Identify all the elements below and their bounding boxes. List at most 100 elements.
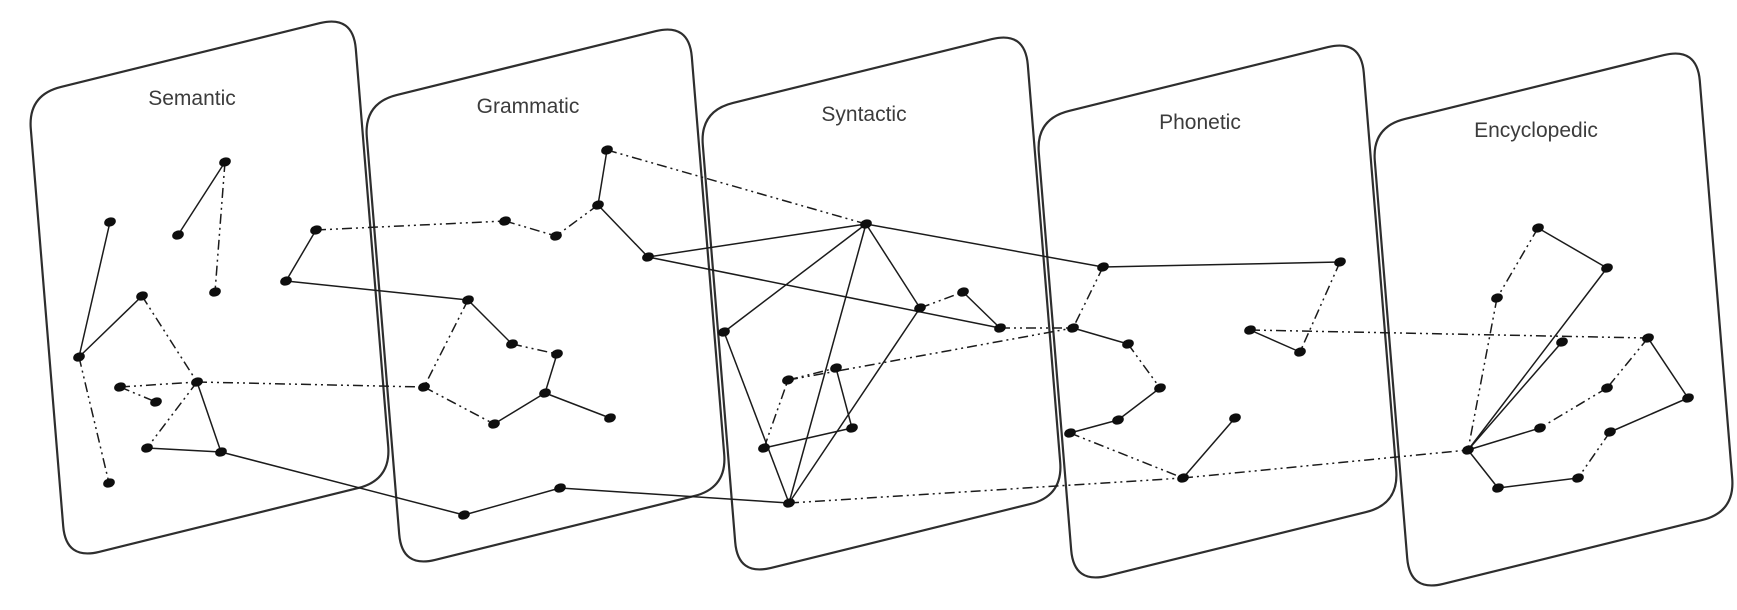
network-edge [1467, 297, 1498, 451]
network-node [1112, 415, 1124, 425]
network-node [73, 352, 85, 362]
network-node [550, 231, 562, 241]
network-node [783, 498, 795, 508]
network-edge [1182, 417, 1236, 479]
network-edge [196, 381, 222, 453]
network-edge [835, 367, 853, 429]
network-node [1556, 337, 1568, 347]
network-edge [1072, 327, 1129, 345]
network-node [103, 478, 115, 488]
layer-label-syntactic: Syntactic [821, 103, 906, 126]
network-edge [285, 229, 317, 282]
network-edge [463, 487, 561, 516]
network-edge [1467, 341, 1563, 451]
network-edge [78, 221, 111, 358]
network-node [1294, 347, 1306, 357]
network-edge [865, 223, 1104, 268]
network-node [1642, 333, 1654, 343]
layer-frames [29, 20, 1734, 587]
network-edge [788, 307, 921, 504]
network-node [1064, 428, 1076, 438]
network-node [488, 419, 500, 429]
network-edge [544, 392, 611, 419]
network-edge [1497, 477, 1579, 489]
network-edge [1467, 267, 1608, 451]
network-edge [723, 331, 790, 504]
network-node [860, 219, 872, 229]
network-edge [597, 204, 649, 258]
network-edge [119, 386, 157, 403]
network-node [458, 510, 470, 520]
network-node [1154, 383, 1166, 393]
network-edge [146, 381, 198, 449]
network-edge [1069, 432, 1184, 479]
network-edge [1496, 227, 1539, 299]
network-node [462, 295, 474, 305]
network-edge [787, 327, 1074, 381]
network-edge [1249, 329, 1301, 353]
network-node [209, 287, 221, 297]
network-node [310, 225, 322, 235]
network-node [554, 483, 566, 493]
network-node [141, 443, 153, 453]
layer-label-phonetic: Phonetic [1159, 111, 1241, 134]
network-edge [1606, 337, 1649, 389]
network-edge [555, 204, 599, 237]
network-edge [1117, 387, 1161, 421]
network-node [1491, 293, 1503, 303]
network-edge [315, 220, 506, 231]
network-edge [919, 291, 964, 309]
network-edge [962, 291, 1001, 329]
network-edge [559, 487, 790, 504]
network-edge [78, 356, 110, 484]
network-node [114, 382, 126, 392]
network-edge [141, 295, 198, 383]
network-node [914, 303, 926, 313]
layer-label-semantic: Semantic [148, 87, 236, 110]
network-edge [1249, 329, 1649, 339]
network-edge [1102, 261, 1341, 268]
network-edge [493, 392, 546, 425]
network-node [1229, 413, 1241, 423]
network-node [758, 443, 770, 453]
network-edge [78, 295, 143, 358]
network-edge [597, 149, 608, 206]
network-edge [504, 220, 557, 237]
layer-panel-semantic [29, 20, 390, 555]
layer-panel-encyclopedic [1373, 52, 1734, 587]
network-node [150, 397, 162, 407]
network-node [1532, 223, 1544, 233]
network-edge [1647, 337, 1689, 399]
network-node [601, 145, 613, 155]
network-edge [723, 223, 867, 333]
network-edges [78, 149, 1689, 516]
network-node [1177, 473, 1189, 483]
network-edge [196, 381, 425, 388]
network-node [1604, 427, 1616, 437]
network-node [830, 363, 842, 373]
network-edge [1467, 449, 1499, 489]
network-edge [1069, 419, 1119, 434]
network-edge [1182, 449, 1469, 479]
network-edge [763, 379, 789, 449]
network-node [1067, 323, 1079, 333]
network-node [1601, 383, 1613, 393]
network-edge [214, 161, 226, 293]
network-edge [606, 149, 867, 225]
network-node [499, 216, 511, 226]
network-node [1244, 325, 1256, 335]
network-node [782, 375, 794, 385]
network-edge [119, 381, 198, 388]
network-edge [788, 223, 867, 504]
network-edge [1299, 261, 1341, 353]
network-edge [763, 427, 853, 449]
network-node [1682, 393, 1694, 403]
layer-panel-syntactic [701, 36, 1062, 571]
network-node [846, 423, 858, 433]
network-node [215, 447, 227, 457]
network-node [506, 339, 518, 349]
network-node [994, 323, 1006, 333]
